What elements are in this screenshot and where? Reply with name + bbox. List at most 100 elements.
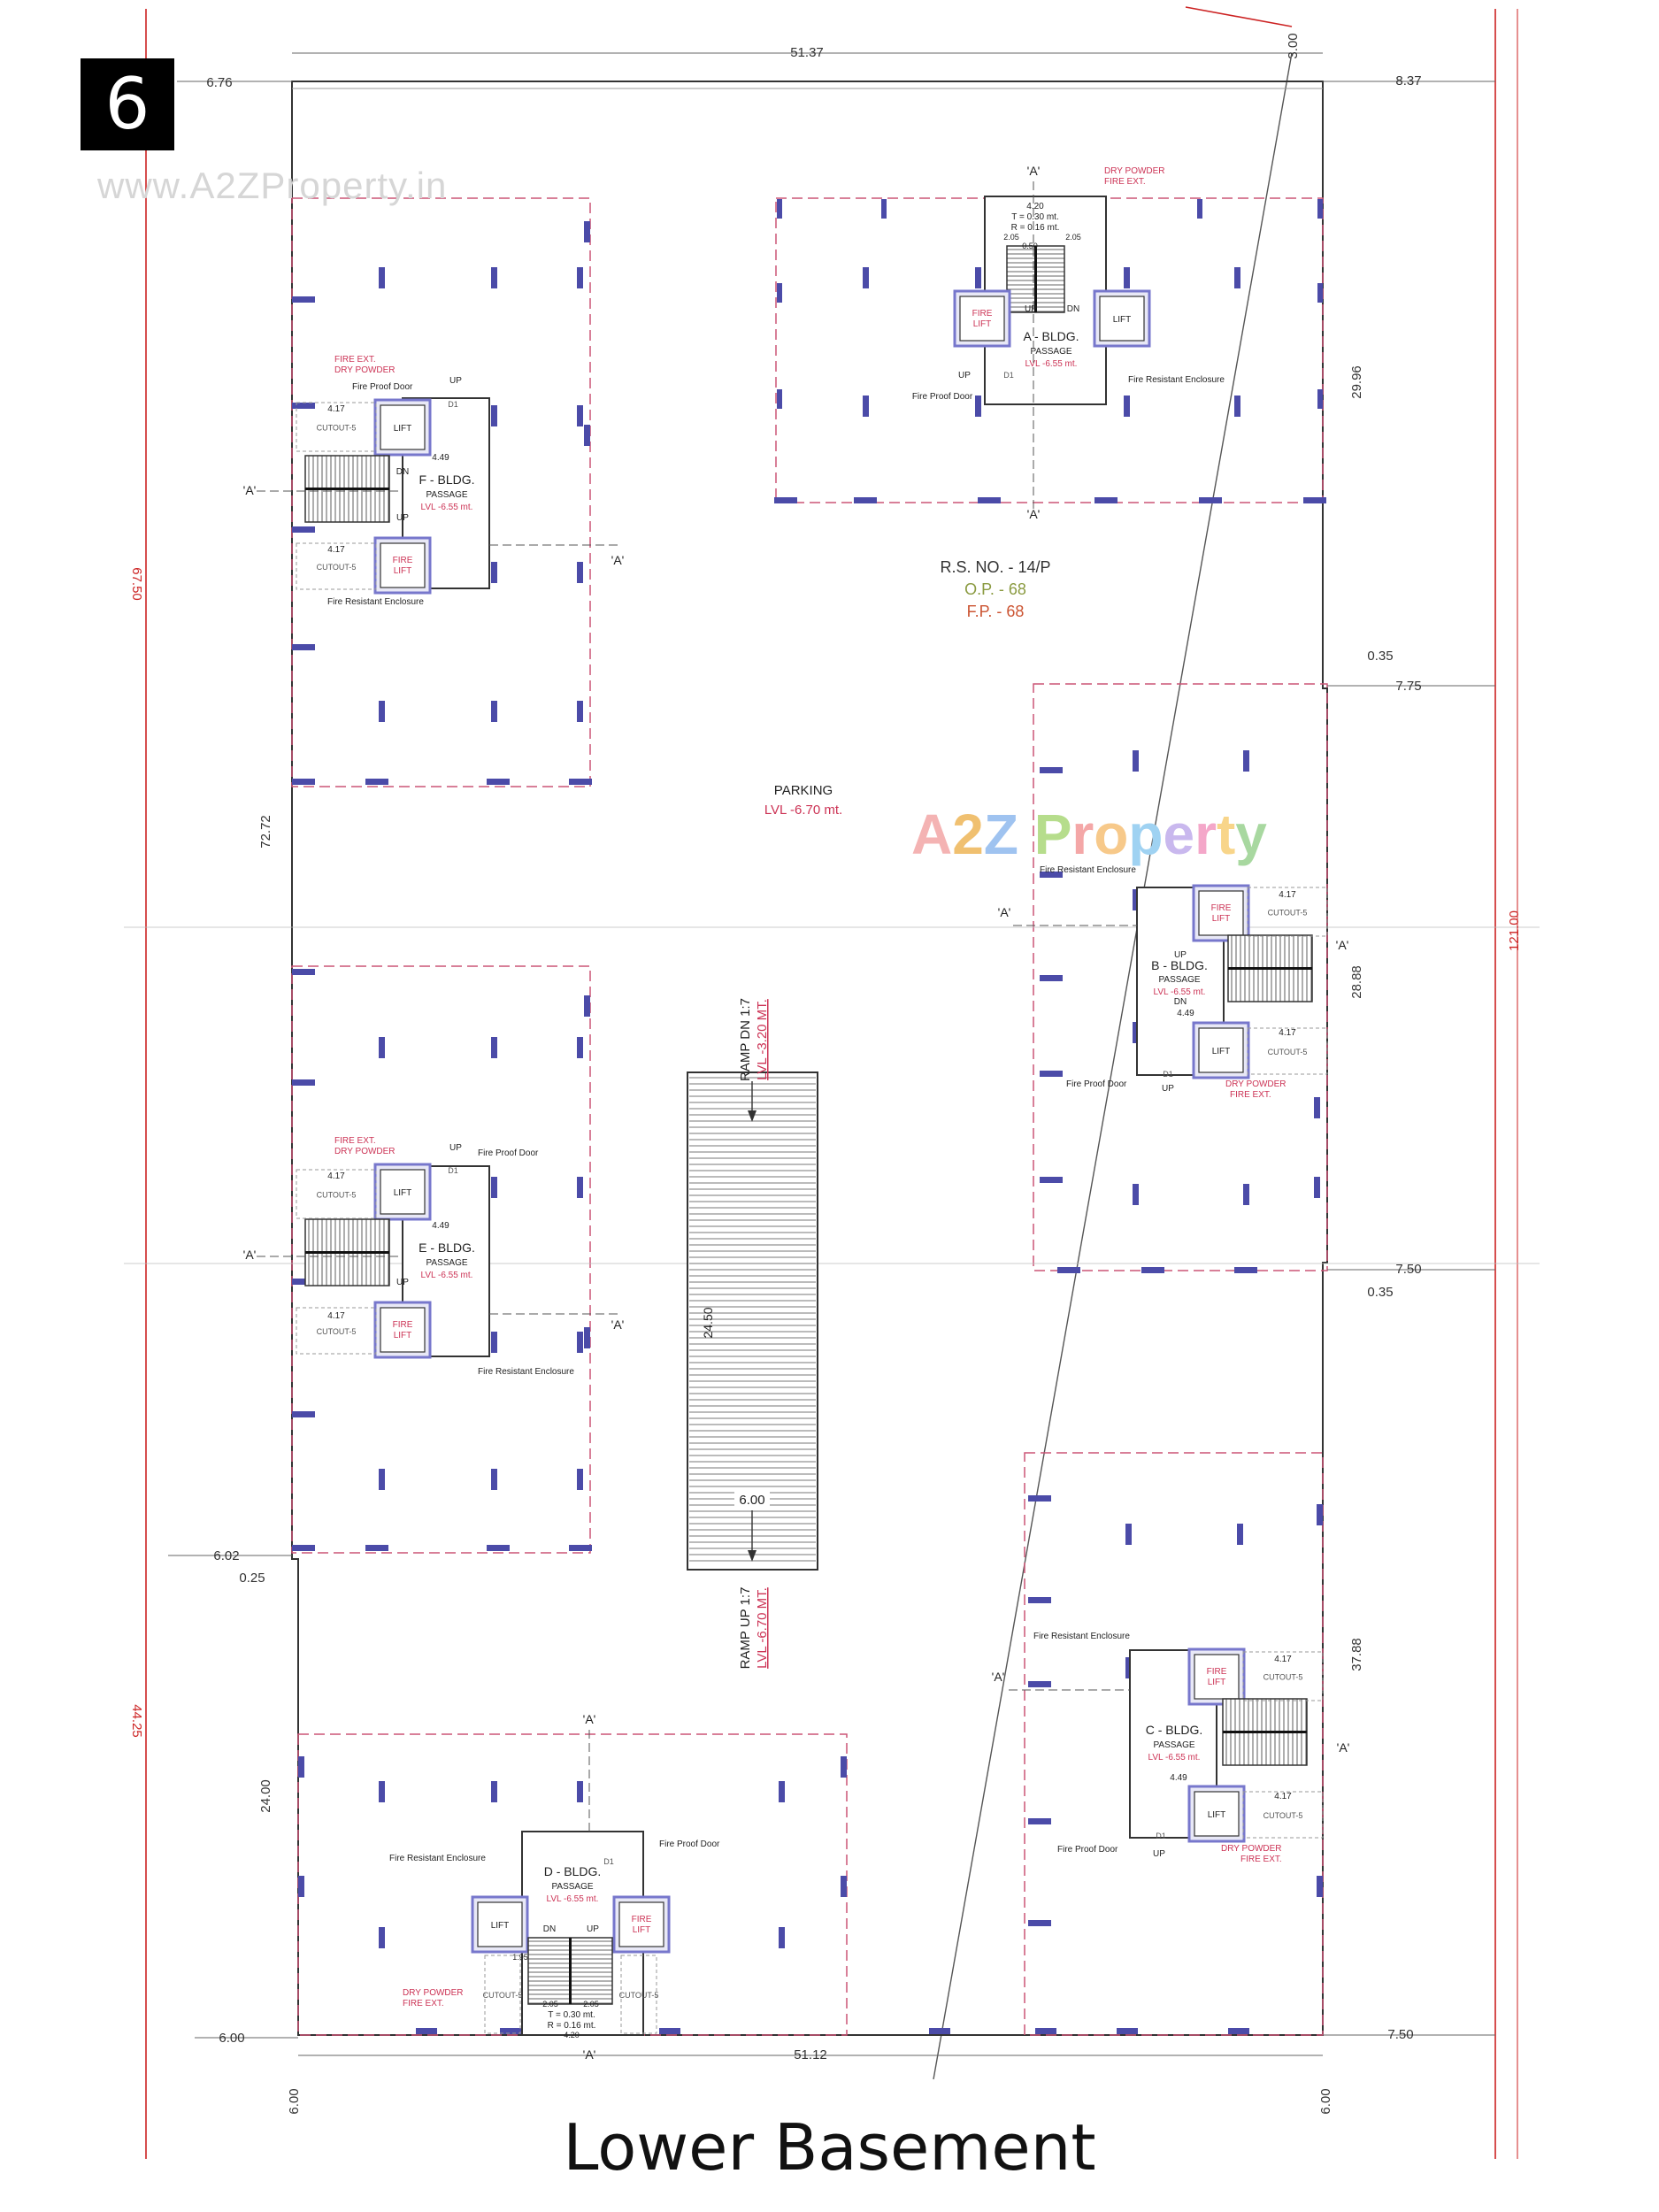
dim-left-offset: 6.02	[213, 1548, 239, 1563]
dim-top-width: 51.37	[790, 45, 824, 60]
column	[379, 1781, 385, 1802]
lift-car	[380, 1169, 426, 1215]
column	[1317, 199, 1323, 219]
ramp-length-label: 24.50	[701, 1307, 715, 1338]
cutout-label: CUTOUT-5	[483, 1991, 523, 2000]
fire-lift-label: FIRE	[393, 556, 413, 565]
dry-powder-label: DRY POWDER	[1221, 1844, 1282, 1854]
cutout-zone	[296, 542, 377, 590]
fire-lift-label: FIRE	[972, 309, 993, 319]
column	[1314, 1177, 1320, 1198]
cutout-zone	[484, 1955, 521, 2034]
column	[1028, 1818, 1051, 1824]
fire-enclosure-label: Fire Resistant Enclosure	[1128, 375, 1225, 385]
column	[841, 1756, 847, 1778]
column	[487, 1545, 510, 1551]
column	[491, 267, 497, 288]
column	[379, 701, 385, 722]
lift-car	[1194, 1791, 1240, 1837]
dim-bottom-width: 51.12	[794, 2047, 827, 2062]
column	[292, 644, 315, 650]
stair-depth-2: 4.17	[327, 1311, 345, 1321]
door-label: D1	[1156, 1832, 1166, 1840]
ramp-width-label: 6.00	[739, 1493, 764, 1508]
dim-right-offset-d: 0.35	[1367, 1285, 1393, 1300]
cutout-zone	[296, 1307, 377, 1355]
dim-right-offset-b: 7.75	[1395, 679, 1421, 694]
stair-depth: 4.17	[1274, 1655, 1292, 1664]
section-marker: 'A'	[992, 1670, 1005, 1684]
column	[1303, 497, 1326, 503]
column	[1117, 2028, 1138, 2034]
column	[1228, 2028, 1249, 2034]
ramp-down-label: RAMP DN 1:7	[738, 998, 753, 1081]
column	[1028, 1681, 1051, 1687]
fire-lift-label-2: LIFT	[394, 566, 412, 576]
section-marker: 'A'	[998, 905, 1011, 919]
section-marker: 'A'	[583, 2047, 596, 2062]
section-marker: 'A'	[583, 1712, 596, 1726]
fire-lift-label-2: LIFT	[1212, 914, 1231, 924]
column	[584, 221, 590, 242]
stair-landing: 4.49	[432, 1221, 449, 1231]
column	[577, 1177, 583, 1198]
column	[292, 403, 315, 409]
dim-right-upper: 29.96	[1349, 365, 1364, 399]
column	[491, 1177, 497, 1198]
door-up-label: UP	[1153, 1849, 1165, 1859]
column	[777, 199, 782, 219]
column	[777, 283, 782, 303]
lift-label: LIFT	[394, 424, 412, 434]
column	[1040, 975, 1063, 981]
lift-label: LIFT	[394, 1188, 412, 1198]
column	[491, 1469, 497, 1490]
stair-landing: 1.95	[512, 1953, 528, 1962]
column	[1317, 1504, 1323, 1525]
dim-right-lower: 37.88	[1349, 1638, 1364, 1671]
building-name: E - BLDG.	[419, 1240, 475, 1255]
column	[577, 1037, 583, 1058]
stair-width: 4.20	[564, 2031, 580, 2039]
stair-depth-2: 4.17	[1279, 1028, 1296, 1038]
column	[292, 969, 315, 975]
fire-ext-label: FIRE EXT.	[1104, 177, 1146, 187]
stair-up-label: UP	[1025, 304, 1037, 314]
dim-top-right: 3.00	[1286, 33, 1301, 58]
column	[929, 2028, 950, 2034]
stair-half-b: 2.05	[583, 2000, 599, 2008]
passage-label: PASSAGE	[1158, 975, 1200, 985]
passage-level: LVL -6.55 mt.	[1148, 1753, 1201, 1763]
fire-ext-label: FIRE EXT.	[334, 1136, 376, 1146]
dim-bottom-left-offset: 6.00	[219, 2031, 244, 2046]
column	[292, 1411, 315, 1417]
lift-car	[380, 404, 426, 450]
column	[975, 267, 981, 288]
stair-tread-label: T = 0.30 mt.	[548, 2010, 595, 2020]
column	[491, 1781, 497, 1802]
column	[659, 2028, 680, 2034]
stair-width: 4.20	[1026, 202, 1044, 211]
lift-label: LIFT	[491, 1921, 510, 1931]
stair-depth: 4.17	[1279, 890, 1296, 900]
cutout-zone	[1247, 887, 1328, 937]
fire-proof-door-label: Fire Proof Door	[912, 392, 973, 402]
column	[1028, 1597, 1051, 1603]
stair-tread-label: T = 0.30 mt.	[1011, 212, 1058, 222]
building-name: F - BLDG.	[419, 472, 474, 487]
brand-watermark: A2Z Property	[911, 803, 1267, 866]
dim-right-middle: 28.88	[1349, 965, 1364, 999]
stair-landing: 4.49	[1170, 1773, 1187, 1783]
stair-half-a: 2.05	[542, 2000, 558, 2008]
column	[1028, 1495, 1051, 1502]
dim-bottom-right-vertical: 6.00	[1318, 2088, 1333, 2114]
stair-depth: 4.17	[327, 1171, 345, 1181]
section-marker: 'A'	[611, 1317, 625, 1332]
ramp-width-mask	[734, 1489, 770, 1510]
column	[841, 1876, 847, 1897]
passage-level: LVL -6.55 mt.	[421, 503, 473, 512]
column	[491, 1332, 497, 1353]
